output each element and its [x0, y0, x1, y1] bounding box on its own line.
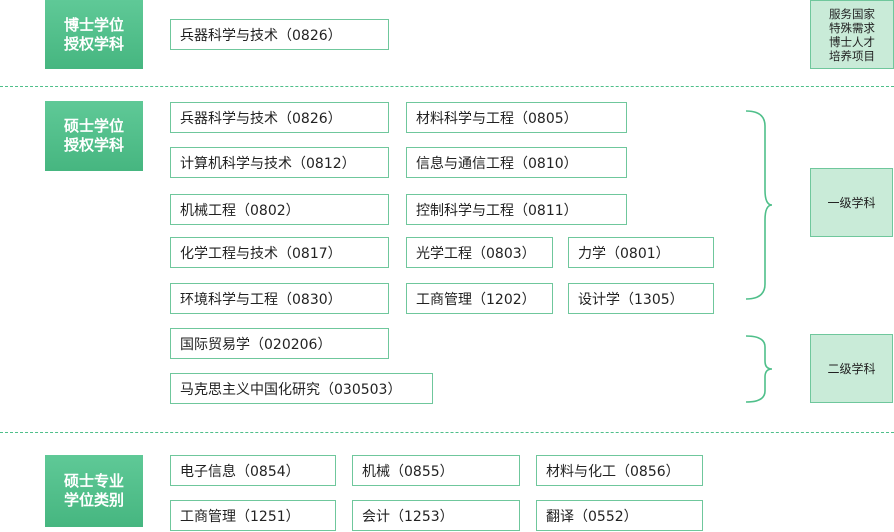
professional-item: 翻译（0552）	[536, 500, 703, 531]
first-level-item: 光学工程（0803）	[406, 237, 553, 268]
first-level-item: 设计学（1305）	[568, 283, 714, 314]
professional-category-label: 硕士专业 学位类别	[45, 455, 143, 527]
section-divider-1	[0, 86, 894, 87]
special-program-tag: 服务国家 特殊需求 博士人才 培养项目	[810, 0, 894, 69]
special-tag-line3: 博士人才	[829, 34, 875, 49]
professional-item: 材料与化工（0856）	[536, 455, 703, 486]
first-level-item: 力学（0801）	[568, 237, 714, 268]
section-divider-2	[0, 432, 894, 433]
special-tag-line2: 特殊需求	[829, 20, 875, 35]
professional-item: 工商管理（1251）	[170, 500, 336, 531]
second-level-item: 马克思主义中国化研究（030503）	[170, 373, 433, 404]
first-level-item: 兵器科学与技术（0826）	[170, 102, 389, 133]
special-tag-line1: 服务国家	[829, 6, 875, 21]
special-tag-line4: 培养项目	[829, 48, 875, 63]
doctoral-item-weapons: 兵器科学与技术（0826）	[170, 19, 389, 50]
professional-item: 机械（0855）	[352, 455, 520, 486]
second-level-brace	[745, 335, 773, 403]
first-level-item: 机械工程（0802）	[170, 194, 389, 225]
first-level-item: 化学工程与技术（0817）	[170, 237, 389, 268]
master-label-line1: 硕士学位	[63, 117, 124, 135]
master-label-line2: 授权学科	[63, 136, 124, 154]
first-level-item: 工商管理（1202）	[406, 283, 553, 314]
first-level-item: 信息与通信工程（0810）	[406, 147, 627, 178]
first-level-tag: 一级学科	[810, 168, 893, 237]
professional-item: 电子信息（0854）	[170, 455, 336, 486]
doctoral-label-line1: 博士学位	[63, 15, 124, 34]
second-level-tag: 二级学科	[810, 334, 893, 403]
doctoral-category-label: 博士学位 授权学科	[45, 0, 143, 69]
first-level-item: 材料科学与工程（0805）	[406, 102, 627, 133]
professional-label-line1: 硕士专业	[63, 472, 124, 490]
master-category-label: 硕士学位 授权学科	[45, 101, 143, 171]
doctoral-label-line2: 授权学科	[63, 34, 124, 53]
first-level-brace	[745, 110, 773, 300]
professional-label-line2: 学位类别	[63, 491, 124, 509]
first-level-item: 控制科学与工程（0811）	[406, 194, 627, 225]
second-level-item: 国际贸易学（020206）	[170, 328, 389, 359]
first-level-item: 计算机科学与技术（0812）	[170, 147, 389, 178]
first-level-item: 环境科学与工程（0830）	[170, 283, 389, 314]
professional-item: 会计（1253）	[352, 500, 520, 531]
